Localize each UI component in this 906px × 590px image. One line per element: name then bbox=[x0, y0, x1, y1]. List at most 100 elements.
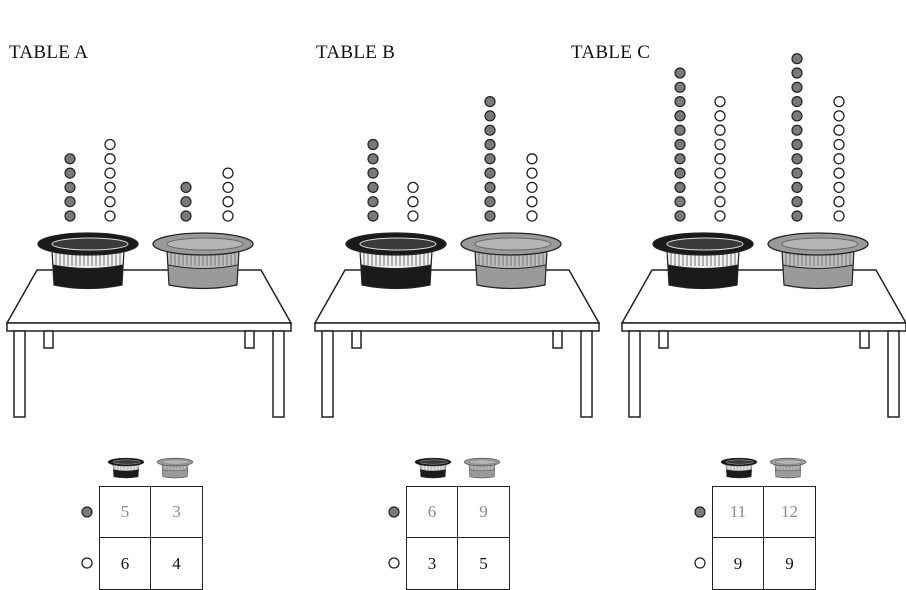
filled-marble bbox=[674, 124, 686, 136]
filled-marble bbox=[674, 138, 686, 151]
filled-marble bbox=[367, 153, 379, 165]
filled-marble bbox=[674, 153, 686, 165]
open-marble bbox=[104, 138, 116, 151]
filled-marble bbox=[791, 153, 803, 165]
open-marble bbox=[104, 153, 116, 165]
cell-dark-hat-filled: 11 bbox=[713, 487, 764, 538]
open-marble bbox=[526, 167, 538, 179]
table-leg-back bbox=[552, 330, 563, 349]
panel-a bbox=[5, 138, 293, 569]
panel-c bbox=[620, 53, 906, 569]
filled-marble bbox=[180, 210, 192, 222]
filled-marble bbox=[791, 138, 803, 151]
open-marble bbox=[526, 181, 538, 194]
hat-opening bbox=[468, 459, 497, 465]
open-marble bbox=[833, 95, 845, 108]
open-marble bbox=[833, 181, 845, 194]
cell-dark-hat-open: 3 bbox=[407, 538, 458, 589]
cell-gray-hat-open: 9 bbox=[785, 553, 794, 573]
cell-dark-hat-filled: 6 bbox=[407, 487, 458, 538]
table-leg bbox=[272, 330, 285, 418]
filled-marble bbox=[791, 124, 803, 136]
cell-gray-hat-open: 5 bbox=[479, 553, 488, 573]
table-leg bbox=[321, 330, 334, 418]
cell-dark-hat-open: 6 bbox=[100, 538, 151, 589]
filled-marble bbox=[367, 138, 379, 151]
table-leg bbox=[887, 330, 900, 418]
table-top bbox=[620, 269, 906, 324]
gray-hat bbox=[156, 457, 194, 479]
open-marble bbox=[833, 124, 845, 136]
cell-gray-hat-open: 4 bbox=[172, 553, 181, 573]
row-marker-filled bbox=[694, 506, 706, 518]
cell-gray-hat-filled: 12 bbox=[764, 487, 815, 538]
open-marble bbox=[714, 210, 726, 222]
row-marker-open bbox=[694, 557, 706, 569]
open-marble bbox=[833, 138, 845, 151]
filled-marble bbox=[367, 181, 379, 193]
filled-marble bbox=[484, 196, 496, 208]
hat-opening bbox=[725, 459, 754, 465]
gray-hat bbox=[767, 232, 869, 290]
count-grid-a: 5 3 6 4 bbox=[99, 486, 203, 590]
filled-marble bbox=[484, 110, 496, 122]
open-marble bbox=[714, 153, 726, 165]
filled-marble bbox=[367, 210, 379, 222]
filled-marble bbox=[484, 167, 496, 179]
filled-marble bbox=[791, 53, 803, 65]
filled-marble bbox=[64, 181, 76, 193]
open-marble bbox=[222, 196, 234, 208]
filled-marble bbox=[674, 181, 686, 193]
filled-marble bbox=[484, 153, 496, 165]
filled-marble bbox=[64, 167, 76, 179]
open-marble bbox=[833, 110, 845, 122]
dark-hat bbox=[37, 232, 139, 290]
legend-dark-hat bbox=[720, 457, 758, 479]
filled-marble bbox=[791, 196, 803, 208]
count-grid-c: 11 12 9 9 bbox=[712, 486, 816, 590]
filled-marble bbox=[484, 95, 496, 108]
open-marble bbox=[104, 196, 116, 208]
table-leg-back bbox=[859, 330, 870, 349]
dark-hat bbox=[414, 457, 452, 479]
open-marble bbox=[104, 167, 116, 179]
filled-marble bbox=[367, 196, 379, 208]
panel-b bbox=[313, 95, 601, 569]
row-marker-filled bbox=[81, 506, 93, 518]
hat-opening bbox=[419, 459, 448, 465]
open-marble bbox=[714, 95, 726, 108]
open-marble bbox=[407, 181, 419, 194]
filled-marble bbox=[674, 81, 686, 93]
row-marker-open bbox=[81, 557, 93, 569]
filled-marble bbox=[64, 196, 76, 208]
open-marble bbox=[833, 153, 845, 165]
legend-gray-hat bbox=[463, 457, 501, 479]
open-marble bbox=[526, 210, 538, 222]
filled-marble bbox=[791, 95, 803, 108]
dark-hat bbox=[345, 232, 447, 290]
row-marker-open bbox=[388, 557, 400, 569]
open-marble bbox=[714, 167, 726, 179]
filled-marble bbox=[484, 124, 496, 136]
filled-marble bbox=[791, 67, 803, 79]
open-marble bbox=[714, 138, 726, 151]
filled-marble bbox=[791, 210, 803, 222]
open-marble bbox=[222, 181, 234, 194]
filled-marble bbox=[367, 167, 379, 179]
filled-marble bbox=[674, 167, 686, 179]
legend-gray-hat bbox=[156, 457, 194, 479]
table-leg-back bbox=[351, 330, 362, 349]
filled-marble bbox=[791, 181, 803, 193]
hat-opening bbox=[666, 237, 744, 251]
table-top bbox=[313, 269, 601, 324]
table-c-title: TABLE C bbox=[571, 42, 651, 63]
filled-marble bbox=[674, 210, 686, 222]
filled-marble bbox=[791, 167, 803, 179]
filled-marble bbox=[484, 210, 496, 222]
open-marble bbox=[526, 153, 538, 165]
filled-marble bbox=[674, 196, 686, 208]
dark-hat bbox=[107, 457, 145, 479]
filled-marble bbox=[64, 210, 76, 222]
open-marble bbox=[833, 210, 845, 222]
